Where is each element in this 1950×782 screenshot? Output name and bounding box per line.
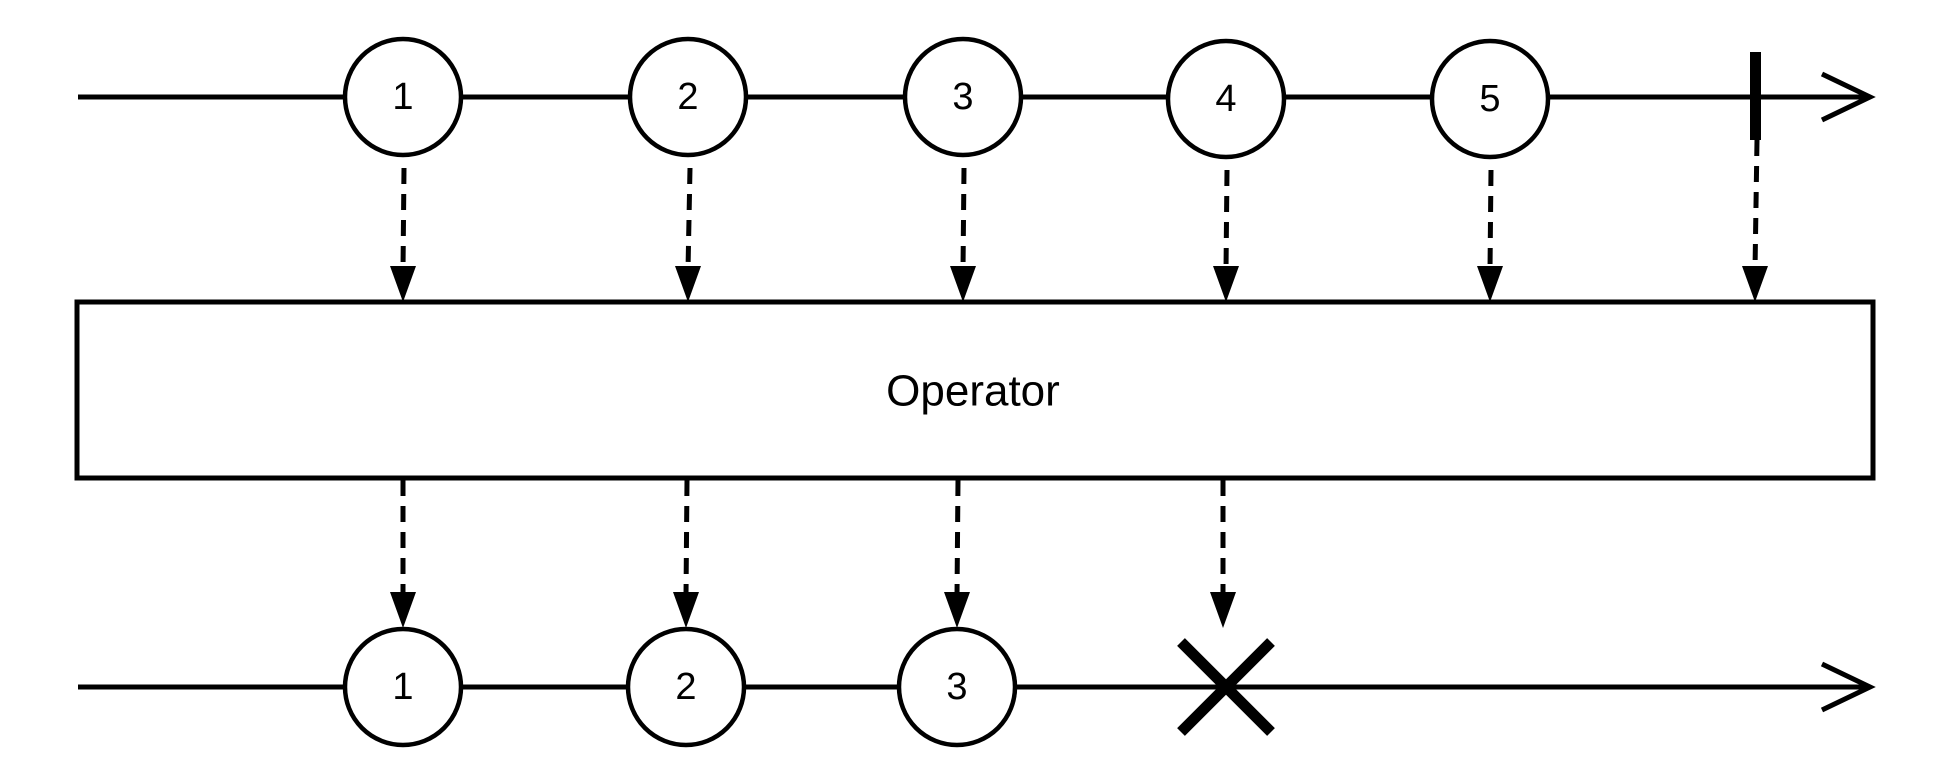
output-marble-1: 1 xyxy=(342,626,464,748)
input-marble-2: 2 xyxy=(627,36,749,158)
input-to-operator-arrows xyxy=(390,139,1768,302)
arrow-in-1 xyxy=(390,167,416,302)
arrow-in-completion xyxy=(1742,139,1768,302)
input-marble-5-label: 5 xyxy=(1479,78,1500,120)
arrow-out-error xyxy=(1210,480,1236,628)
output-marble-3: 3 xyxy=(896,626,1018,748)
arrow-in-4 xyxy=(1213,169,1239,302)
arrow-in-3 xyxy=(950,167,976,302)
input-marble-1: 1 xyxy=(342,36,464,158)
input-marble-4-label: 4 xyxy=(1215,78,1236,120)
input-timeline-arrowhead xyxy=(1820,71,1876,123)
output-marble-2-label: 2 xyxy=(675,666,696,708)
arrow-out-3 xyxy=(944,479,970,628)
output-marble-2: 2 xyxy=(625,626,747,748)
input-marble-2-label: 2 xyxy=(677,76,698,118)
arrow-in-5 xyxy=(1477,169,1503,302)
operator-to-output-arrows xyxy=(390,479,1236,628)
operator-label: Operator xyxy=(886,367,1060,416)
operator-box: Operator xyxy=(74,299,1876,481)
arrow-in-2 xyxy=(675,167,701,302)
output-marble-3-label: 3 xyxy=(946,666,967,708)
input-marble-1-label: 1 xyxy=(392,76,413,118)
input-marble-5: 5 xyxy=(1429,38,1551,160)
output-timeline-arrowhead xyxy=(1820,661,1876,713)
output-marble-1-label: 1 xyxy=(392,666,413,708)
output-error-marker-icon xyxy=(1177,638,1275,736)
input-marble-3-label: 3 xyxy=(952,76,973,118)
arrow-out-1 xyxy=(390,480,416,628)
input-marble-3: 3 xyxy=(902,36,1024,158)
input-marble-4: 4 xyxy=(1165,38,1287,160)
input-completion-marker xyxy=(1750,52,1761,140)
arrow-out-2 xyxy=(673,479,699,628)
